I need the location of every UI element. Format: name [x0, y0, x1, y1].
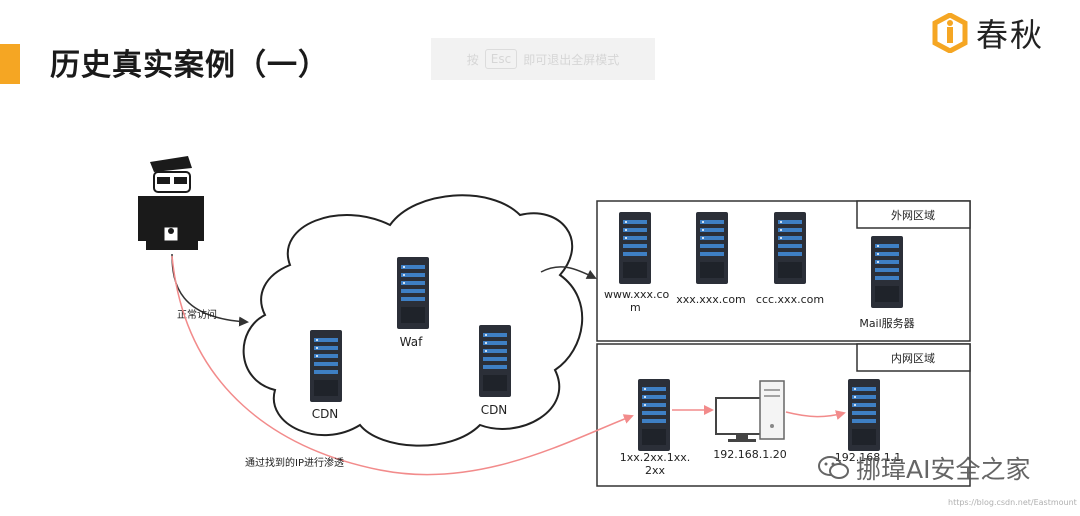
esc-hint-suffix: 即可退出全屏模式 [523, 52, 620, 67]
pc-label: 192.168.1.20 [713, 448, 786, 461]
ccc-server-icon [774, 212, 806, 284]
internal-web-server-label-1: 1xx.2xx.1xx. [620, 451, 691, 464]
waf-server-icon [397, 257, 429, 329]
www-server-label-2: m [630, 301, 641, 314]
normal-access-label: 正常访问 [177, 308, 217, 321]
cdn-left-label: CDN [312, 407, 339, 421]
brand-logo: 春秋 [932, 8, 1044, 58]
brand-logo-text: 春秋 [976, 16, 1045, 54]
mail-server-label: Mail服务器 [859, 317, 914, 330]
ccc-server-label: ccc.xxx.com [756, 293, 824, 306]
brand-logo-icon [932, 13, 968, 53]
cloud-to-external-edge [540, 266, 597, 279]
external-zone-tab [856, 200, 971, 229]
fullscreen-exit-hint: 按 Esc 即可退出全屏模式 [431, 38, 655, 80]
external-zone [596, 200, 971, 342]
pc-icon [715, 380, 785, 442]
external-zone-label: 外网区域 [891, 209, 935, 222]
internal-target-server-icon [848, 379, 880, 451]
cdn-left-server-icon [310, 330, 342, 402]
wechat-icon [818, 456, 849, 479]
xxx-server-label: xxx.xxx.com [676, 293, 746, 306]
wechat-watermark: 挪瑋AI安全之家 [818, 450, 1030, 486]
cdn-right-server-icon [479, 325, 511, 397]
esc-hint-prefix: 按 [466, 52, 479, 67]
internal-web-server-icon [638, 379, 670, 451]
attack-path-edge [171, 255, 634, 476]
www-server-icon [619, 212, 651, 284]
esc-key-badge: Esc [484, 49, 518, 69]
internal-target-label: 192.168.1.1 [835, 451, 901, 464]
internal-web-server-label-2: 2xx [645, 464, 666, 477]
mail-server-icon [871, 236, 903, 308]
wechat-watermark-text: 挪瑋AI安全之家 [856, 455, 1031, 484]
internal-zone-tab [856, 343, 971, 372]
attack-path-label: 通过找到的IP进行渗透 [245, 456, 344, 469]
www-server-label-1: www.xxx.co [604, 288, 670, 301]
title-accent-bar [0, 44, 20, 84]
cdn-right-label: CDN [481, 403, 508, 417]
page-title: 历史真实案例（一） [50, 48, 329, 83]
waf-label: Waf [400, 335, 423, 349]
hacker-icon [138, 156, 204, 250]
xxx-server-icon [696, 212, 728, 284]
internal-zone-label: 内网区域 [891, 351, 935, 365]
internal-zone [596, 343, 971, 487]
pc-to-target-edge [785, 410, 846, 420]
url-watermark: https://blog.csdn.net/Eastmount [948, 498, 1077, 507]
